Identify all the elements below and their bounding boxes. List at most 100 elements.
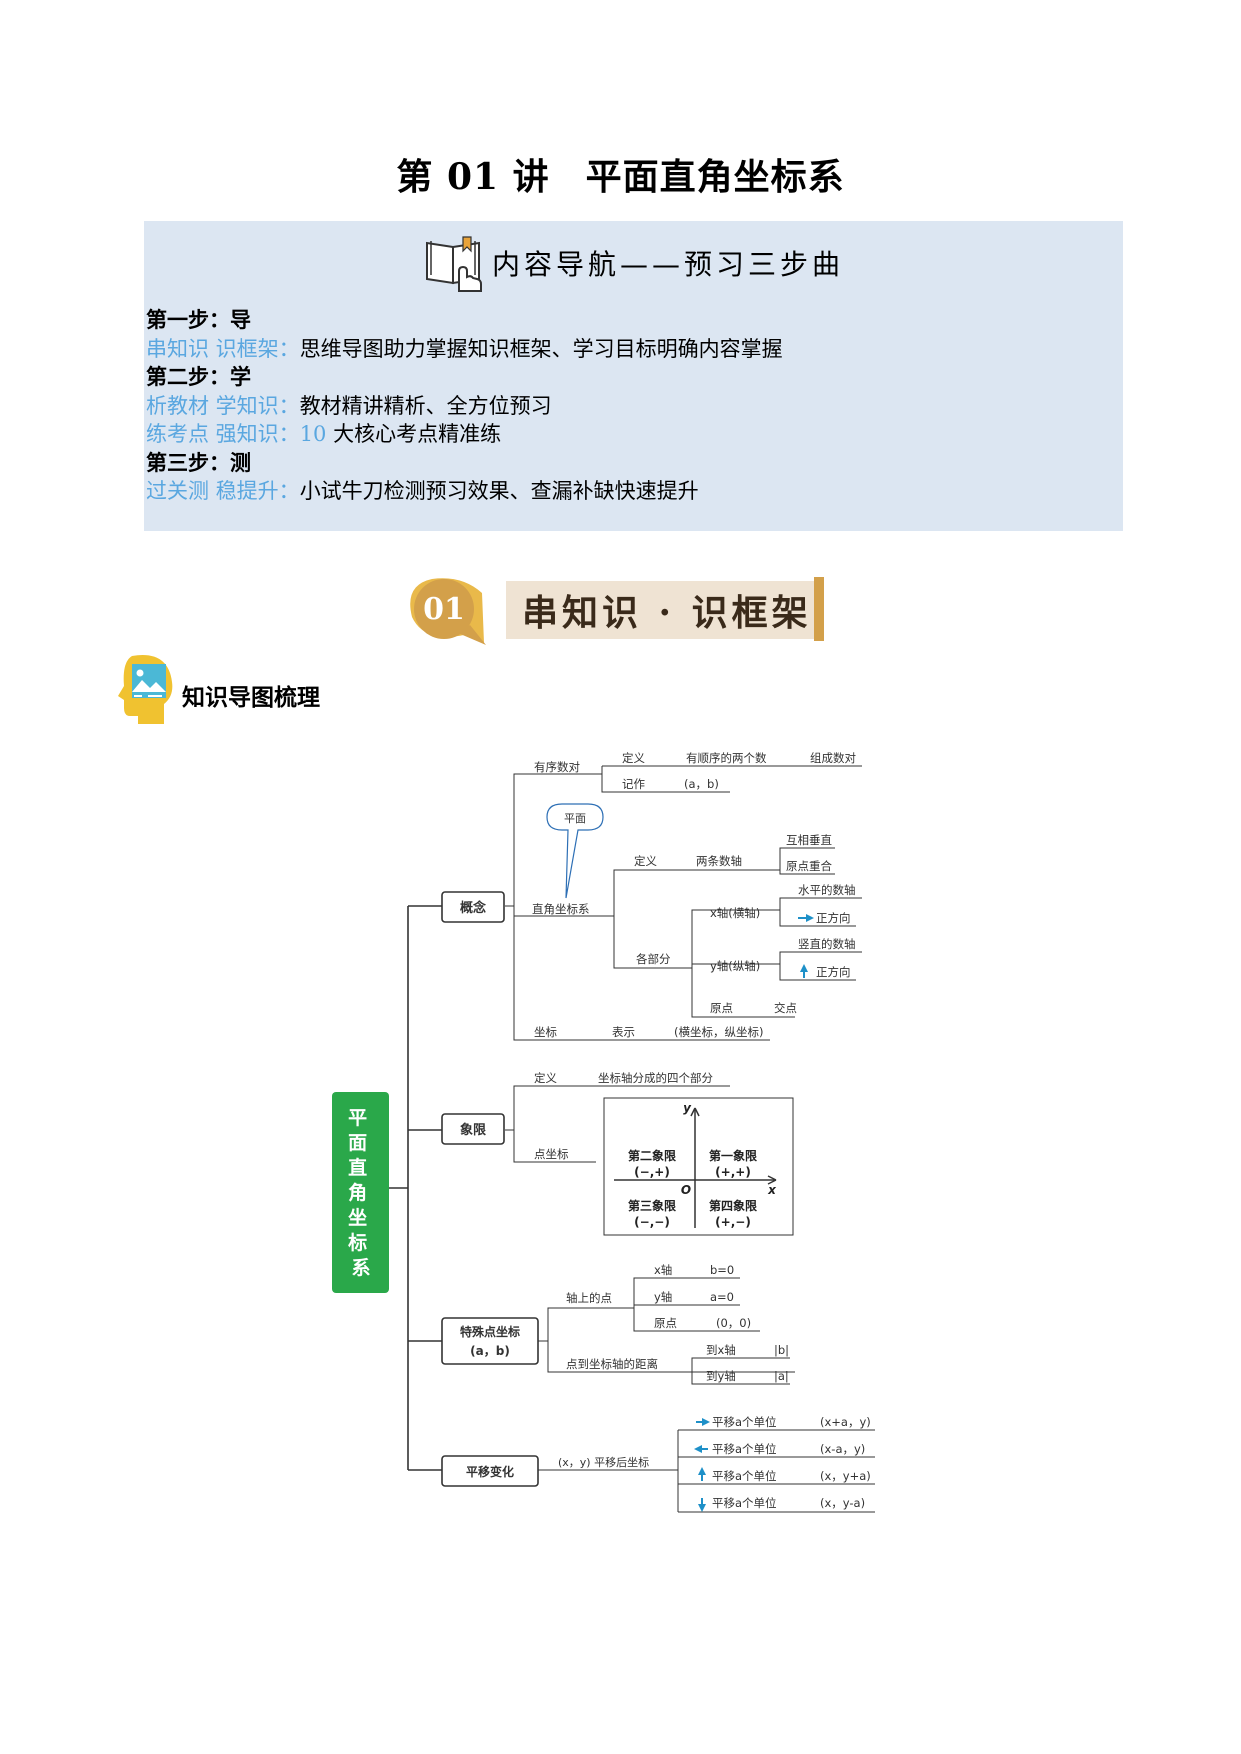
- x-axis: x轴(横轴): [710, 906, 760, 920]
- banner-text: 串知识 · 识框架: [522, 592, 812, 634]
- translation-item-result: (x，y+a): [820, 1469, 871, 1483]
- rect-system: 直角坐标系: [532, 902, 590, 916]
- translation-item-result: (x-a，y): [820, 1442, 865, 1456]
- step-3-heading: 第三步：测: [146, 449, 251, 475]
- point-coord: 点坐标: [534, 1147, 569, 1161]
- head-picture-icon: [118, 655, 173, 724]
- translation-mid: (x，y) 平移后坐标: [558, 1455, 649, 1469]
- steps-list: 第一步：导 串知识 识框架：思维导图助力掌握知识框架、学习目标明确内容掌握 第二…: [146, 306, 783, 506]
- translation-item-text: 平移a个单位: [712, 1469, 777, 1483]
- sub-branches: [505, 765, 875, 1513]
- q1-sign: (+,+): [715, 1165, 751, 1179]
- q4-label: 第四象限: [709, 1198, 757, 1213]
- coord: 坐标: [534, 1025, 557, 1039]
- step-text: 思维导图助力掌握知识框架、学习目标明确内容掌握: [299, 336, 783, 361]
- root-char: 平: [348, 1107, 367, 1129]
- q3-label: 第三象限: [628, 1198, 676, 1213]
- node-special-label: 特殊点坐标: [460, 1324, 520, 1339]
- root-char: 直: [348, 1156, 367, 1179]
- origin-point: 原点: [654, 1316, 677, 1330]
- root-char: 坐: [348, 1207, 367, 1229]
- node-special: [441, 1317, 539, 1365]
- step-label: 析教材 学知识：: [146, 393, 300, 418]
- node-translation: [441, 1455, 539, 1487]
- system-def-a: 互相垂直: [786, 833, 832, 847]
- step-1-heading: 第一步：导: [146, 307, 251, 332]
- q2-sign: (−,+): [634, 1165, 670, 1179]
- content-navigation-box: 内容导航——预习三步曲 第一步：导 串知识 识框架：思维导图助力掌握知识框架、学…: [144, 221, 1123, 531]
- step-2-heading: 第二步：学: [146, 364, 251, 389]
- title-lesson: 第 01 讲: [396, 156, 550, 198]
- step-2-line-1: 析教材 学知识：教材精讲精析、全方位预习: [146, 392, 783, 421]
- distance: 点到坐标轴的距离: [566, 1357, 658, 1371]
- node-concept: [441, 891, 505, 923]
- node-concept-label: 概念: [460, 900, 486, 916]
- to-x-axis-value: |b|: [774, 1343, 789, 1357]
- on-x-axis-value: b=0: [710, 1263, 734, 1277]
- callout-bubble: [546, 803, 604, 899]
- on-y-axis: y轴: [654, 1290, 672, 1304]
- system-parts: 各部分: [636, 952, 671, 966]
- origin-point-value: (0，0): [716, 1316, 751, 1330]
- root-char: 角: [348, 1181, 367, 1204]
- x-axis-b: 正方向: [816, 911, 851, 925]
- q3-sign: (−,−): [634, 1215, 670, 1229]
- section-title: 知识导图梳理: [182, 684, 320, 711]
- coord-rep: 表示: [612, 1025, 635, 1039]
- q1-label: 第一象限: [709, 1148, 757, 1163]
- origin-o: O: [681, 1183, 691, 1197]
- node-quadrant-label: 象限: [460, 1122, 487, 1138]
- to-y-axis-value: |a|: [774, 1369, 789, 1383]
- navigation-heading: 内容导航——预习三步曲: [144, 233, 1123, 293]
- title-topic: 平面直角坐标系: [585, 156, 845, 198]
- book-pointer-icon: [425, 236, 482, 292]
- step-text: 教材精讲精析、全方位预习: [299, 393, 552, 418]
- mindmap-section-heading: 知识导图梳理: [118, 652, 320, 728]
- root-node: [332, 1092, 389, 1293]
- node-special-label-2: (a，b): [470, 1344, 510, 1358]
- ordered-pair: 有序数对: [534, 760, 580, 774]
- quadrant-def: 定义: [534, 1071, 557, 1085]
- ordered-pair-notation-text: (a，b): [684, 777, 719, 791]
- on-x-axis: x轴: [654, 1263, 672, 1277]
- callout-text: 平面: [564, 812, 586, 825]
- axis-y-label: y: [683, 1101, 692, 1115]
- quadrant-labels: 第二象限 (−,+) 第一象限 (+,+) 第三象限 (−,−) 第四象限 (+…: [628, 1101, 777, 1229]
- root-char: 系: [351, 1257, 370, 1279]
- q2-label: 第二象限: [628, 1148, 676, 1163]
- page-title: 第 01 讲平面直角坐标系: [0, 148, 1241, 200]
- system-def-text: 两条数轴: [696, 854, 742, 868]
- root-char: 面: [348, 1132, 367, 1154]
- quadrant-def-text: 坐标轴分成的四个部分: [598, 1071, 713, 1085]
- navigation-heading-text: 内容导航——预习三步曲: [492, 248, 845, 281]
- step-3-line: 过关测 稳提升：小试牛刀检测预习效果、查漏补缺快速提升: [146, 477, 783, 506]
- section-banner: 01 串知识 · 识框架: [410, 577, 824, 645]
- translation-item-text: 平移a个单位: [712, 1415, 777, 1429]
- quadrant-diagram: [603, 1097, 794, 1236]
- step-1-line: 串知识 识框架：思维导图助力掌握知识框架、学习目标明确内容掌握: [146, 335, 783, 364]
- step-2-line-2: 练考点 强知识：10 大核心考点精准练: [146, 420, 783, 449]
- ordered-pair-def: 定义: [622, 751, 645, 765]
- step-text: 大核心考点精准练: [326, 422, 502, 446]
- banner-strip-edge: [814, 577, 824, 641]
- translation-item-text: 平移a个单位: [712, 1496, 777, 1510]
- translation-item-result: (x+a，y): [820, 1415, 871, 1429]
- node-translation-label: 平移变化: [466, 1464, 514, 1479]
- system-def-b: 原点重合: [786, 859, 832, 873]
- step-label: 过关测 稳提升：: [146, 479, 300, 503]
- quadrant-axes: [614, 1107, 777, 1228]
- step-number: 10: [299, 422, 327, 446]
- to-x-axis: 到x轴: [706, 1343, 736, 1357]
- coord-rep-text: (横坐标，纵坐标): [674, 1025, 763, 1039]
- to-y-axis: 到y轴: [706, 1369, 736, 1383]
- origin: 原点: [710, 1001, 733, 1015]
- translation-item-result: (x，y-a): [820, 1496, 865, 1510]
- y-axis-b: 正方向: [816, 965, 851, 979]
- main-branches: [388, 905, 442, 1471]
- x-axis-a: 水平的数轴: [798, 883, 856, 897]
- step-label: 串知识 识框架：: [146, 336, 300, 361]
- ordered-pair-notation: 记作: [622, 777, 645, 791]
- ordered-pair-def-text: 有顺序的两个数: [686, 751, 767, 765]
- step-label: 练考点 强知识：: [146, 422, 300, 446]
- step-text: 小试牛刀检测预习效果、查漏补缺快速提升: [299, 479, 699, 503]
